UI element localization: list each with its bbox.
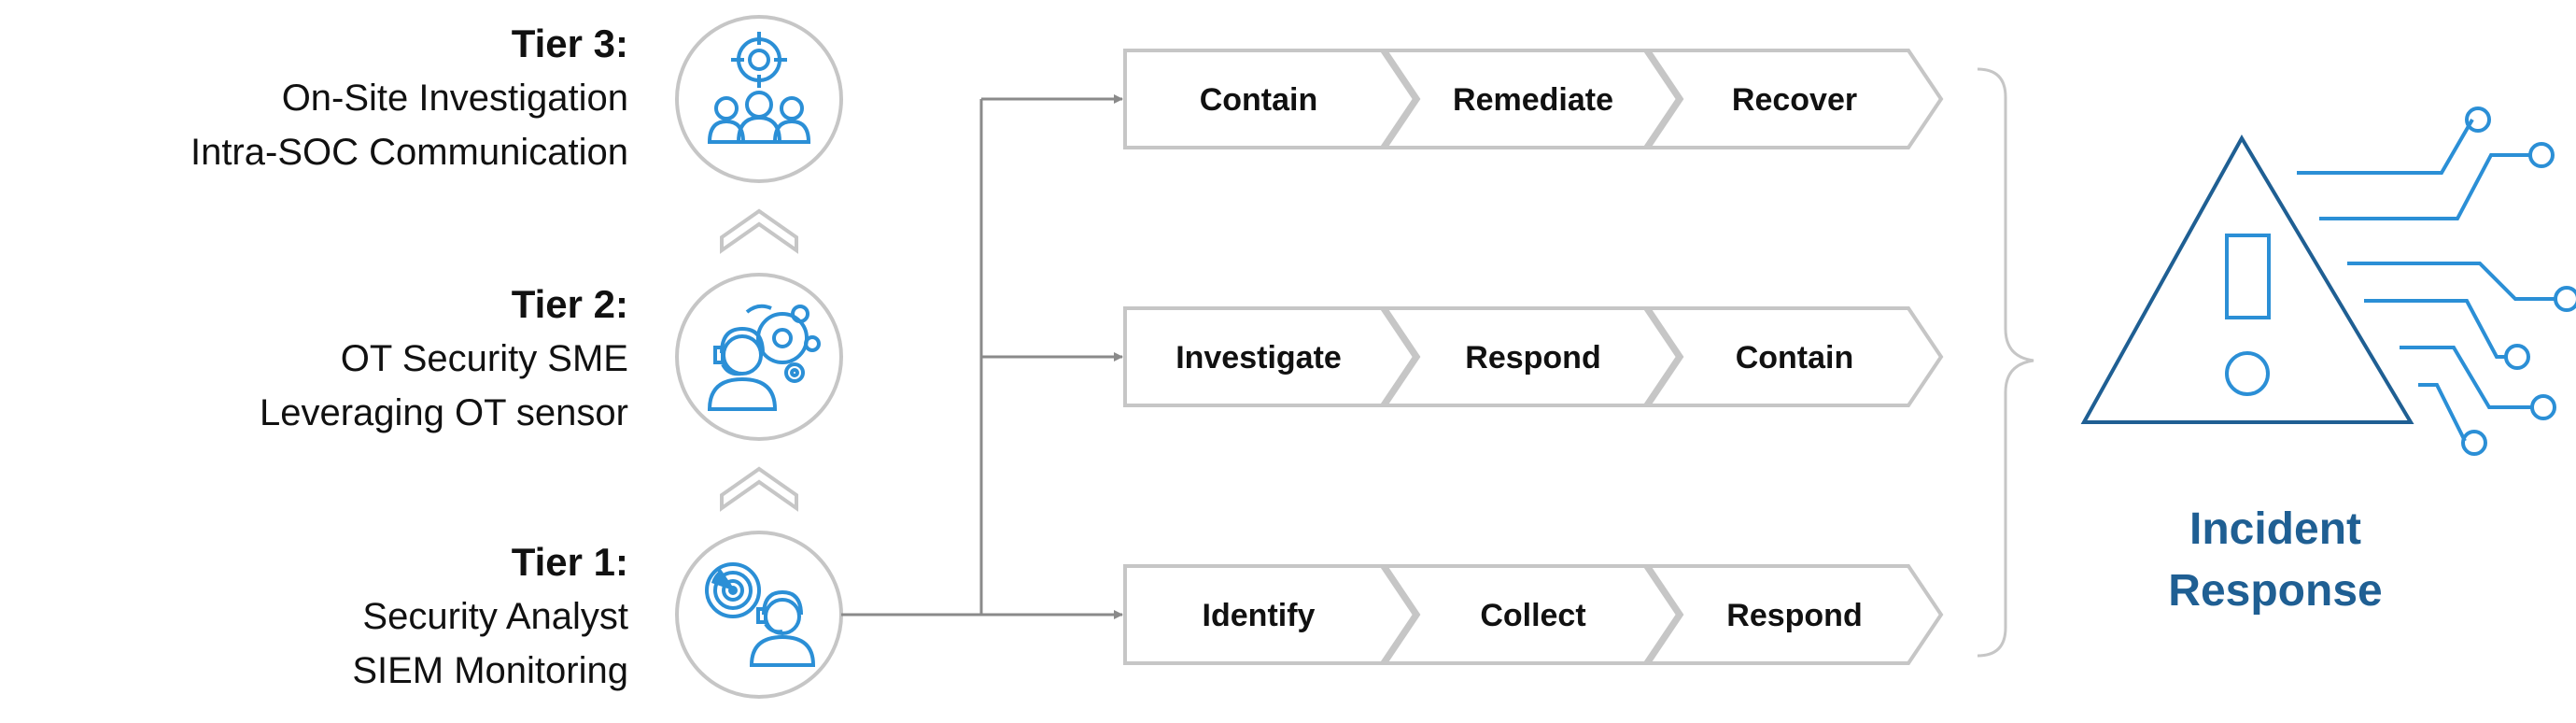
tier-3-text: Tier 3: On-Site Investigation Intra-SOC … (190, 17, 628, 179)
step-label: Recover (1732, 82, 1857, 118)
tier-1-text: Tier 1: Security Analyst SIEM Monitoring (352, 535, 628, 698)
step-label: Respond (1465, 340, 1600, 376)
tier-3-icon-group (675, 15, 843, 183)
tier-1-line-2: SIEM Monitoring (352, 650, 628, 691)
step-chevron (1382, 49, 1681, 149)
tier-2-title: Tier 2: (511, 282, 628, 326)
step-label: Contain (1200, 82, 1318, 118)
step-label: Remediate (1453, 82, 1613, 118)
tier-1-title: Tier 1: (511, 540, 628, 584)
step-label: Contain (1736, 340, 1854, 376)
step-chevron (1123, 49, 1417, 149)
analyst-radar-icon (705, 562, 816, 667)
tier-3-line-2: Intra-SOC Communication (190, 132, 628, 173)
step-label: Collect (1480, 598, 1585, 633)
workflow-row-1: Contain Remediate Recover (1123, 49, 1944, 149)
step-chevron (1645, 564, 1944, 665)
tier-up-chevron-upper (720, 208, 798, 254)
step-chevron (1645, 49, 1944, 149)
tier-3-line-1: On-Site Investigation (281, 78, 628, 119)
grouping-brace (1977, 67, 2034, 658)
step-chevron (1123, 564, 1417, 665)
workflow-connectors (841, 94, 1123, 619)
step-chevron (1382, 306, 1681, 407)
team-target-icon (707, 32, 811, 144)
step-chevron (1645, 306, 1944, 407)
alert-triangle-circuit-icon (2080, 106, 2576, 456)
tier-2-line-2: Leveraging OT sensor (259, 392, 628, 433)
tier-3-title: Tier 3: (511, 21, 628, 65)
incident-response-line-2: Response (2168, 566, 2382, 616)
incident-response-line-1: Incident (2189, 504, 2361, 554)
tier-up-chevron-lower (720, 466, 798, 512)
tier-2-text: Tier 2: OT Security SME Leveraging OT se… (260, 277, 628, 440)
step-label: Respond (1726, 598, 1862, 633)
workflow-row-3: Identify Collect Respond (1123, 564, 1944, 665)
step-chevron (1123, 306, 1417, 407)
tier-2-icon-group (675, 273, 843, 441)
sme-network-icon (707, 304, 821, 411)
tier-1-line-1: Security Analyst (362, 596, 628, 637)
step-label: Identify (1203, 598, 1316, 633)
workflow-row-2: Investigate Respond Contain (1123, 306, 1944, 407)
step-chevron (1382, 564, 1681, 665)
step-label: Investigate (1175, 340, 1342, 376)
tier-2-line-1: OT Security SME (340, 338, 628, 379)
tier-1-icon-group (675, 531, 843, 699)
